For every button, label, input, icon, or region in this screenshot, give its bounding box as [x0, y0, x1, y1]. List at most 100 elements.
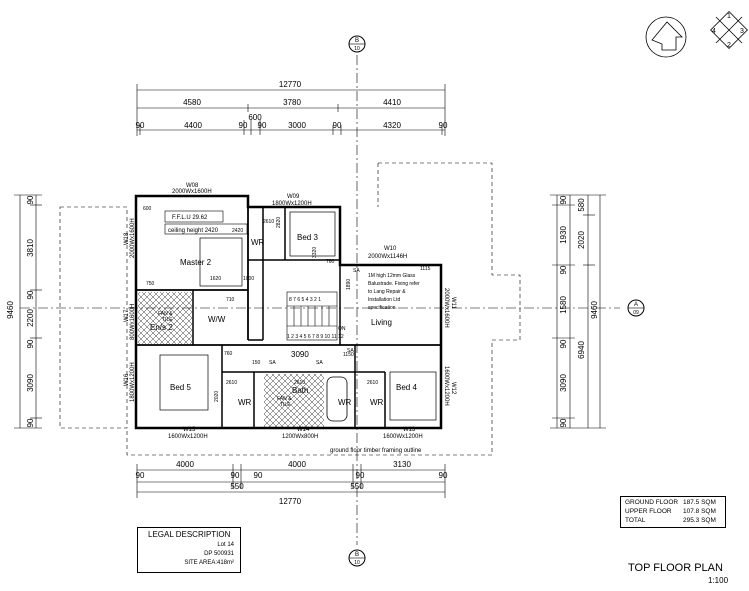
stair-numbers-bottom: 1 2 3 4 5 6 7 8 9 10 11 12 — [287, 334, 344, 340]
sa-1: SA — [353, 268, 360, 274]
glass-note-3: Installation Ltd — [368, 297, 400, 303]
w18-size: 2000Wx1600H — [130, 218, 136, 258]
room-master: Master 2 — [180, 258, 212, 267]
dim-right-2: 90 — [559, 265, 568, 274]
key-4: 4 — [712, 28, 716, 35]
north-house-icon — [645, 16, 687, 58]
dim-bot-4000a: 4000 — [176, 460, 194, 469]
sa-2: SA — [347, 348, 354, 354]
fan-tile-1: FAN & — [158, 311, 173, 317]
ceiling-box — [164, 223, 248, 235]
dim-i-750: 750 — [146, 281, 155, 287]
area-ground-value: 187.5 SQM — [683, 499, 716, 506]
staircase — [286, 291, 338, 341]
w11-size: 2000Wx1600H — [443, 288, 449, 328]
room-wr-3: WR — [338, 398, 352, 407]
ffl-box — [164, 210, 224, 223]
plan-scale: 1:100 — [708, 576, 729, 585]
room-wr-1: WR — [251, 238, 265, 247]
dim-top2-1: 4400 — [184, 121, 202, 130]
room-ww: W/W — [208, 315, 226, 324]
sa-4: SA — [316, 360, 323, 366]
dim-i-1115: 1115 — [420, 266, 431, 272]
dim-i-600: 600 — [143, 206, 152, 212]
dim-top2-5: 90 — [333, 121, 342, 130]
w09-size: 1800Wx1200H — [272, 201, 312, 207]
dim-right-1: 1930 — [559, 226, 568, 244]
marker-top-ref: 10 — [354, 46, 360, 52]
fan-tile-2: FAN & — [277, 396, 292, 402]
dim-i-1890: 1890 — [346, 279, 352, 290]
w12-size: 1600Wx1200H — [443, 366, 449, 406]
ground-floor-outline — [59, 162, 521, 456]
w08-label: W08 — [186, 183, 199, 189]
ensuite-tile — [138, 292, 192, 344]
dim-bot-90a: 90 — [231, 471, 240, 480]
dim-i-3320: 3320 — [312, 247, 318, 258]
room-wr-4: WR — [370, 398, 384, 407]
dim-bot-4000b: 4000 — [288, 460, 306, 469]
fan-tile-1b: TILE — [162, 317, 173, 323]
room-living: Living — [371, 318, 392, 327]
glass-note-1: Balustrade. Fixing refer — [368, 281, 420, 287]
dim-i-760b: 760 — [224, 351, 233, 357]
w14-label: W14 — [297, 427, 310, 433]
dim-top2-0: 90 — [136, 121, 145, 130]
area-total-value: 295.3 SQM — [683, 517, 716, 524]
dim-top-600: 600 — [248, 113, 262, 122]
area-upper-value: 107.8 SQM — [683, 508, 716, 515]
walls — [134, 194, 443, 430]
w14-size: 1200Wx800H — [282, 434, 318, 440]
beds — [159, 211, 437, 421]
dim-right-3: 1580 — [559, 296, 568, 314]
dim-bot2-550b: 550 — [350, 482, 364, 491]
dim-left-5: 3090 — [26, 374, 35, 392]
dim-i-760a: 760 — [326, 259, 335, 265]
room-bed4: Bed 4 — [396, 383, 417, 392]
marker-bottom-ref: 10 — [354, 560, 360, 566]
dim-i-2820: 2820 — [276, 217, 282, 228]
left-dimensions — [14, 194, 42, 429]
legal-title: LEGAL DESCRIPTION — [148, 530, 231, 539]
area-schedule-box: GROUND FLOOR 187.5 SQM UPPER FLOOR 107.8… — [620, 496, 726, 528]
stair-on: ON — [338, 326, 346, 332]
dim-i-1150: 1150 — [343, 352, 354, 358]
w18-label: W18 — [124, 232, 130, 245]
dim-left-3: 2200 — [26, 309, 35, 327]
section-marker-bottom: B 10 — [348, 549, 366, 567]
ground-outline-label: ground floor timber framing outline — [330, 448, 422, 454]
dim-right-4: 90 — [559, 339, 568, 348]
dim-i-710: 710 — [226, 297, 235, 303]
w11-label: W11 — [450, 297, 456, 310]
balustrade-note: 1M high 12mm Glass Balustrade. Fixing re… — [368, 273, 420, 311]
dim-bot2-90a: 90 — [136, 471, 145, 480]
legal-lot: Lot 14 — [217, 542, 234, 548]
dim-bot-3130: 3130 — [393, 460, 411, 469]
dim-bot2-90c: 90 — [439, 471, 448, 480]
dim-left-2: 90 — [26, 290, 35, 299]
dim-top-3780: 3780 — [283, 98, 301, 107]
room-bed3: Bed 3 — [297, 233, 318, 242]
w10-size: 2000Wx1146H — [368, 254, 407, 260]
dim-right-6: 90 — [559, 418, 568, 427]
dim-i-150: 150 — [252, 360, 261, 366]
dim-i-2020: 2020 — [214, 391, 220, 402]
section-marker-top: B 10 — [348, 35, 366, 53]
bath-tile — [264, 374, 324, 427]
bottom-dimensions — [136, 464, 446, 498]
w13-size: 1600Wx1200H — [383, 434, 423, 440]
bathtub — [326, 376, 348, 422]
dim-i-3090: 3090 — [291, 350, 309, 359]
w15-size: 1600Wx1200H — [168, 434, 208, 440]
w16-label: W16 — [124, 373, 130, 386]
dim-i-2610d: 2610 — [367, 380, 378, 386]
area-total-label: TOTAL — [625, 517, 646, 524]
dim-right-580: 580 — [577, 198, 586, 212]
ceiling-label: ceiling height 2420 — [168, 228, 219, 234]
glass-note-2: to Lang Repair & — [368, 289, 406, 295]
marker-right-letter: A — [634, 302, 638, 308]
w17-size: 800Wx1600H — [130, 304, 136, 340]
key-2: 2 — [727, 42, 731, 49]
orientation-key-icon: 1 2 3 4 — [710, 11, 748, 49]
